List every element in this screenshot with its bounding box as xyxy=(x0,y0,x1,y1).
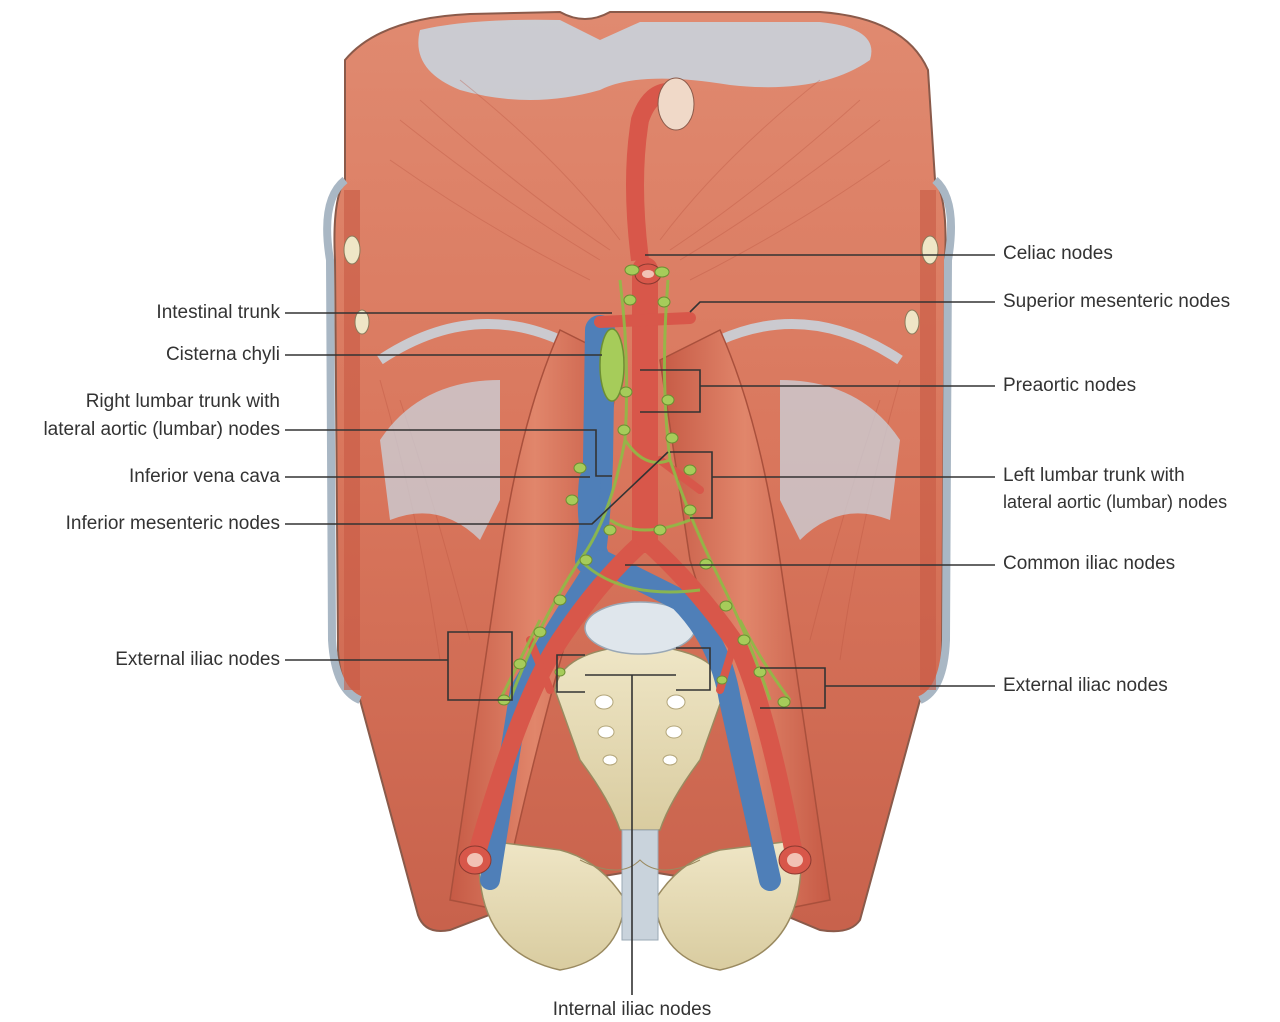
leader-external-iliac-right xyxy=(760,667,995,709)
leader-right-lumbar xyxy=(285,429,612,477)
lymph-nodes xyxy=(497,264,791,708)
label-inferior-mesenteric-nodes: Inferior mesenteric nodes xyxy=(65,513,280,534)
label-cisterna-chyli: Cisterna chyli xyxy=(165,344,280,365)
label-right-lumbar-line1: Right lumbar trunk with xyxy=(85,391,280,412)
label-superior-mesenteric-nodes: Superior mesenteric nodes xyxy=(1003,291,1231,312)
label-preaortic-nodes: Preaortic nodes xyxy=(1003,375,1137,396)
leader-inferior-mesenteric xyxy=(285,451,669,525)
leader-left-lumbar xyxy=(670,451,995,519)
label-intestinal-trunk: Intestinal trunk xyxy=(156,302,280,323)
cisterna-chyli xyxy=(599,328,625,402)
label-right-lumbar-line2: lateral aortic (lumbar) nodes xyxy=(43,419,280,440)
label-external-iliac-nodes-left: External iliac nodes xyxy=(115,649,280,670)
leader-preaortic xyxy=(640,369,995,413)
veins xyxy=(480,315,781,891)
label-left-lumbar-line1: Left lumbar trunk with xyxy=(1003,465,1185,486)
esophagus xyxy=(626,77,695,262)
leader-internal-iliac xyxy=(556,647,711,995)
label-common-iliac-nodes: Common iliac nodes xyxy=(1003,553,1176,574)
label-inferior-vena-cava: Inferior vena cava xyxy=(128,466,280,487)
leader-lines xyxy=(285,254,995,995)
leader-superior-mesenteric xyxy=(689,301,995,313)
leader-external-iliac-left xyxy=(285,631,513,701)
label-celiac-nodes: Celiac nodes xyxy=(1003,243,1113,264)
psoas-muscles xyxy=(449,328,831,911)
arteries xyxy=(458,257,812,875)
arcuate-ligaments xyxy=(377,319,903,365)
label-left-lumbar-line2: lateral aortic (lumbar) nodes xyxy=(1003,492,1228,512)
label-internal-iliac-nodes: Internal iliac nodes xyxy=(552,999,712,1020)
label-external-iliac-nodes-right: External iliac nodes xyxy=(1003,675,1168,696)
quadratus-fascia xyxy=(380,380,900,540)
